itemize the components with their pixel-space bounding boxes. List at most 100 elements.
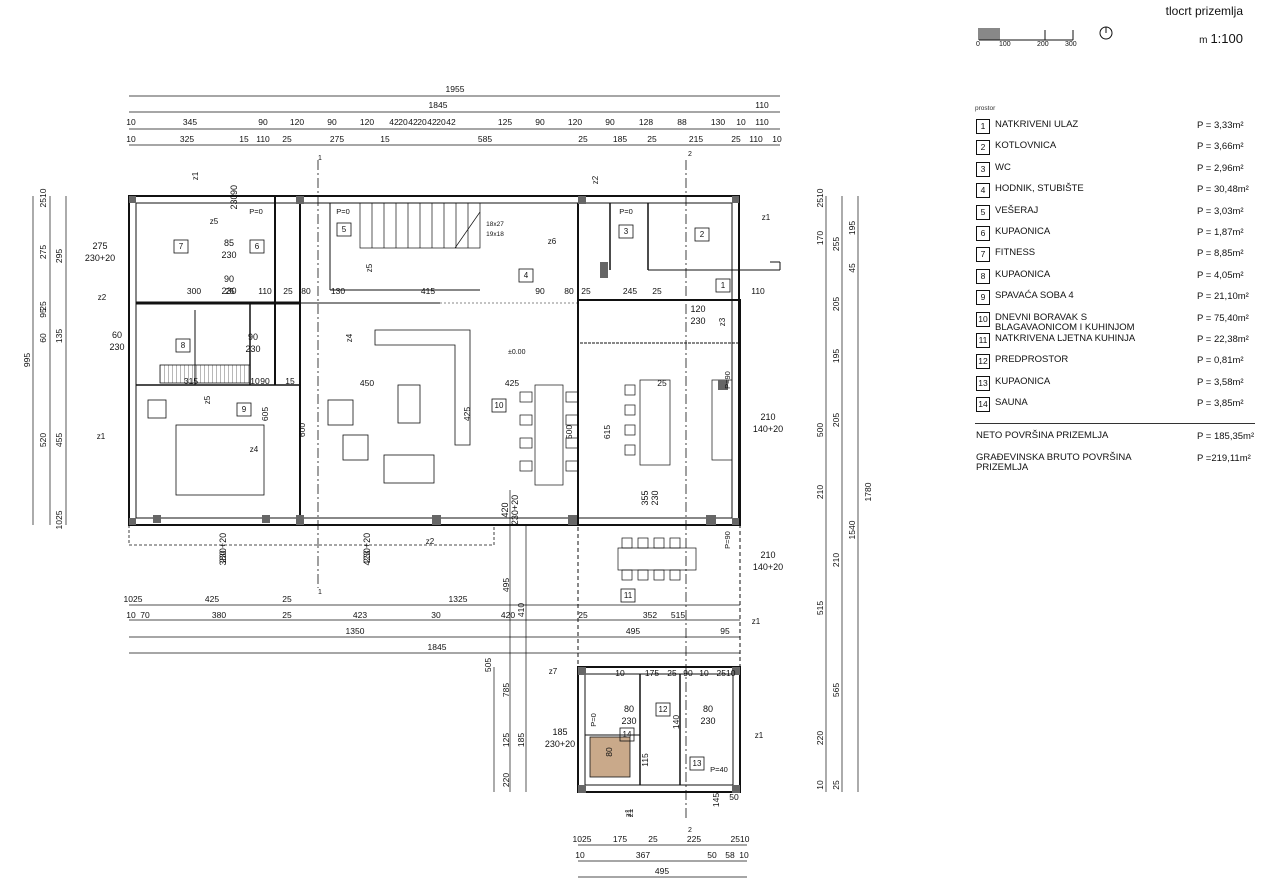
room-number: 3 — [624, 227, 629, 236]
door-label: 380 — [218, 550, 228, 565]
room-area: P = 2,96m² — [1197, 162, 1244, 174]
dim-top-label: 90 — [327, 117, 337, 127]
dim-left-label: 1025 — [54, 510, 64, 529]
room-number-box — [336, 222, 352, 237]
dim-right-label: 565 — [831, 683, 841, 697]
room-area: P = 3,85m² — [1197, 398, 1244, 410]
room-number-badge: 8 — [976, 268, 990, 284]
dimension-lines — [32, 95, 859, 878]
dim-left-label: 95 — [38, 308, 48, 318]
dim-annex-label: 10 — [575, 850, 585, 860]
dim-top-label: 90 — [258, 117, 268, 127]
dim-left-label: 995 — [22, 353, 32, 367]
inner-wall-wellness — [584, 673, 734, 786]
room-name: KUPAONICA — [995, 225, 1051, 237]
dim-left-label: 275 — [38, 245, 48, 259]
room-number: 14 — [623, 730, 632, 739]
scale-tick-100: 100 — [999, 41, 1011, 48]
dim-bottom-label: 25 — [282, 594, 292, 604]
dim-top-label: 90 — [605, 117, 615, 127]
dim-top-label: 10 — [126, 117, 136, 127]
dim-right-label: 195 — [831, 349, 841, 363]
dim-top-label: 185 — [613, 134, 627, 144]
room-number-badge: 5 — [976, 204, 990, 220]
wall-tag: z2 — [98, 293, 107, 302]
wall-tag: z5 — [203, 395, 212, 404]
dim-top-label: 585 — [478, 134, 492, 144]
dim-bottom-label: 1025 — [124, 594, 143, 604]
dim-inner-label: 90 — [683, 668, 693, 678]
nightstand — [147, 399, 167, 419]
door-label: 230 — [621, 716, 636, 726]
height-mark: P=0 — [336, 207, 350, 216]
room-name: KUPAONICA — [995, 375, 1051, 387]
dim-inner-label: 785 — [501, 683, 511, 697]
dim-inner-label: 315 — [184, 376, 198, 386]
scale-tick-300: 300 — [1065, 41, 1077, 48]
legend-caption: prostor — [975, 105, 996, 112]
dim-left-label: 60 — [38, 333, 48, 343]
dim-inner-label: 605 — [260, 407, 270, 421]
dim-top-label: 15 — [239, 134, 249, 144]
dim-left-label: 295 — [54, 249, 64, 263]
room-area: P = 3,66m² — [1197, 141, 1244, 153]
dim-bottom-label: 515 — [671, 610, 685, 620]
dim-bottom-label: 25 — [282, 610, 292, 620]
dim-inner-label: 505 — [483, 658, 493, 672]
dim-inner-label: 410 — [516, 603, 526, 617]
dim-top-label: 10 — [126, 134, 136, 144]
dim-inner-label: 10 — [615, 668, 625, 678]
room-number-badge: 14 — [976, 397, 990, 413]
wall-tag: z7 — [549, 667, 558, 676]
annex-summer-kitchen — [577, 524, 741, 668]
scale-tick-0: 0 — [976, 41, 980, 48]
door-label: 90 — [248, 332, 258, 342]
room-number-badge: 12 — [976, 354, 990, 370]
dim-inner-label: 110 — [751, 286, 765, 296]
room-name: KOTLOVNICA — [995, 140, 1057, 152]
wall-tag: z1 — [752, 617, 761, 626]
wall-tag: z1 — [624, 808, 633, 817]
dim-inner-label: 115 — [640, 753, 650, 767]
dim-top-label: 42 — [446, 117, 456, 127]
dim-right-label: 210 — [831, 553, 841, 567]
wall-tag: z5 — [210, 217, 219, 226]
room-number: 8 — [181, 341, 186, 350]
door-label: 85 — [224, 238, 234, 248]
room-number-box — [173, 239, 189, 254]
dim-inner-label: 25 — [652, 286, 662, 296]
dim-top-label: 25 — [578, 134, 588, 144]
dim-bottom-label: 352 — [643, 610, 657, 620]
wall-tag: z1 — [762, 213, 771, 222]
dim-top-label: 130 — [711, 117, 725, 127]
room-name: FITNESS — [995, 247, 1036, 259]
stair-note: 18x27 — [486, 221, 504, 228]
dim-inner-label: 25 — [225, 286, 235, 296]
door-label: 230 — [109, 342, 124, 352]
wardrobe — [159, 364, 251, 384]
dim-bottom-label: 95 — [720, 626, 730, 636]
sauna-bench — [589, 736, 631, 778]
dim-inner-label: 425 — [462, 407, 472, 421]
dim-top-label: 110 — [755, 100, 769, 110]
dim-right-label: 255 — [831, 237, 841, 251]
wall-tag: z5 — [365, 263, 374, 272]
room-area: P = 21,10m² — [1197, 291, 1249, 303]
dim-top-label: 20 — [436, 117, 446, 127]
dim-top-label: 20 — [398, 117, 408, 127]
dim-inner-label: 145 — [711, 793, 721, 807]
dim-inner-label: 175 — [645, 668, 659, 678]
room-number-badge: 11 — [976, 332, 990, 348]
dim-inner-label: 450 — [360, 378, 374, 388]
room-number-box — [715, 278, 731, 293]
dim-right-label: 515 — [815, 601, 825, 615]
dim-top-label: 120 — [568, 117, 582, 127]
dining-table-summer — [617, 537, 697, 581]
